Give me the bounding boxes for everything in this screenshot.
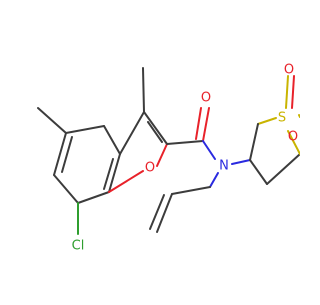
atom-carbonyl-oxygen: O	[201, 91, 211, 106]
bond-c2-o1	[156, 143, 168, 167]
bond-o1-c7a	[108, 170, 144, 193]
bond-c3a-c7a	[108, 153, 121, 193]
bond-s-o2	[298, 114, 301, 118]
bond-c2-carbonyl	[166, 140, 204, 145]
atom-furan-oxygen: O	[145, 161, 155, 176]
bond-allyl-ch2	[171, 186, 211, 195]
bond-c7-c6	[53, 174, 79, 204]
atom-sulfur: S	[278, 111, 286, 126]
bond-c6-c5-double	[61, 136, 73, 173]
bond-c2-c3-thiolane	[249, 123, 259, 161]
bond-c3-c4-thiolane	[249, 159, 268, 185]
molecule-structure-canvas: Cl O O N S O O	[37, 62, 301, 254]
bond-n-thiolane	[231, 159, 251, 165]
bond-c3a-c3	[119, 111, 145, 155]
bond-c5-c4	[65, 125, 105, 134]
bond-s-c2	[257, 117, 277, 125]
bond-s-o1	[285, 75, 289, 109]
bond-c5-methyl	[37, 107, 67, 134]
bond-c4-c5-thiolane	[266, 153, 301, 185]
bond-c3-methyl	[142, 67, 145, 113]
bond-carbonyl-o	[202, 107, 210, 142]
atom-nitrogen: N	[219, 159, 229, 174]
atom-chlorine: Cl	[72, 239, 85, 254]
bond-c7a-c7	[77, 191, 110, 204]
bond-allyl-vinyl-double	[149, 194, 165, 230]
bond-c3-c2-double	[147, 121, 163, 143]
bond-n-allyl	[209, 172, 219, 188]
bond-carbonyl-n	[202, 140, 216, 160]
bond-carbonyl-o-double	[195, 107, 202, 140]
molecule-diagram: Cl O O N S O O	[37, 63, 301, 254]
bond-c6-c5	[53, 132, 67, 176]
atom-sulfonyl-oxygen-1: O	[284, 63, 294, 78]
bond-c3a-c7a-double	[103, 158, 114, 190]
bond-s-o1-double	[291, 75, 295, 109]
bond-c5-s	[287, 130, 301, 155]
bond-allyl-vinyl	[156, 193, 173, 233]
atom-sulfonyl-oxygen-2: O	[288, 130, 298, 145]
bond-c3-c2	[143, 111, 168, 145]
bond-c4-c3a	[103, 125, 121, 155]
